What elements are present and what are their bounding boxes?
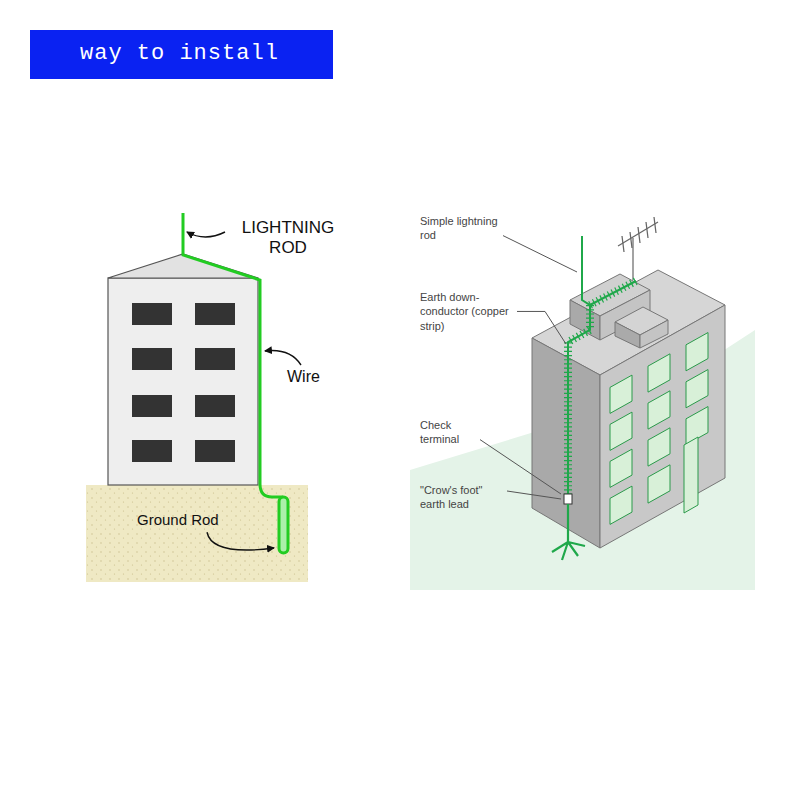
roof-box2-left [615,322,640,348]
window [610,486,632,524]
window [648,391,670,429]
label: Ground Rod [137,511,219,528]
label: Simple lightning rod [420,214,498,243]
label: LIGHTNING ROD [229,218,347,257]
leader-line [503,236,577,272]
window [686,370,708,408]
crows-foot [552,504,585,560]
callout-arrow [265,351,301,365]
window [610,412,632,450]
window [648,354,670,392]
door [684,437,698,513]
label: Earth down-conductor (copper strip) [420,290,512,333]
building-left-face [532,338,600,548]
antenna [618,217,658,280]
leader-line [517,311,566,344]
leader-line [507,491,561,499]
label: "Crow's foot" earth lead [420,483,502,512]
leader-line [480,440,561,494]
lightning-wire [183,213,283,497]
callout-arrow [207,532,274,550]
roof-box2-right [640,320,668,348]
ground-rod [279,497,288,553]
windows [610,333,708,525]
callout-arrow [187,232,225,237]
title-text: way to install [80,41,279,66]
windows [132,303,235,462]
down-conductor [568,236,636,500]
roof [108,254,258,278]
window [648,465,670,503]
building-right-face [600,305,725,548]
label: Check terminal [420,418,475,447]
window [610,449,632,487]
building [108,278,258,485]
window [686,333,708,371]
window [648,428,670,466]
window [610,375,632,413]
label: Wire [287,368,320,386]
check-terminal [564,494,572,504]
ground [86,485,308,582]
